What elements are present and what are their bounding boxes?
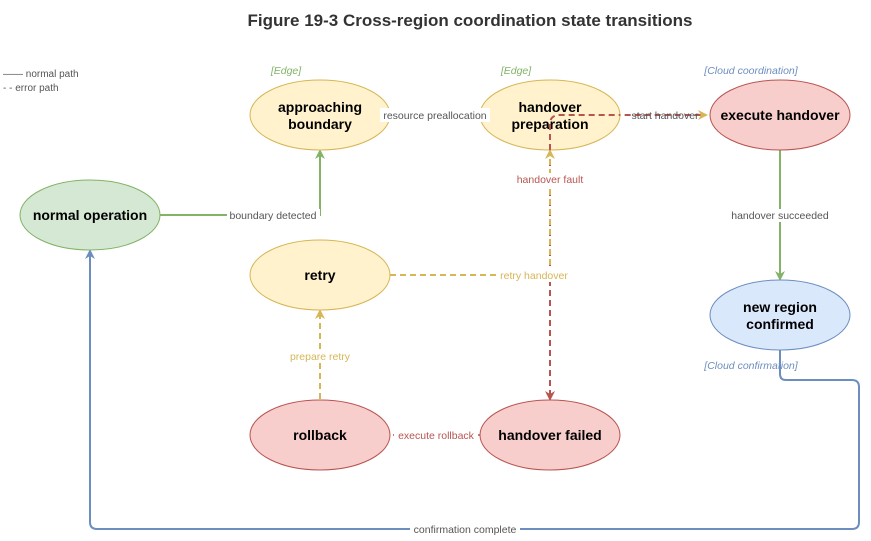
state-normal-operation[interactable]: normal operation: [19, 179, 161, 251]
zone-label-cloud-coordination: [Cloud coordination]: [703, 65, 798, 77]
legend-error-path: - - error path: [3, 83, 59, 94]
label-retry-handover: retry handover: [500, 270, 568, 282]
zone-label-edge-2: [Edge]: [500, 65, 532, 77]
edge-start-handover-overlay: [549, 114, 620, 150]
edge-retry-handover[interactable]: [390, 149, 555, 276]
state-label: retry: [304, 267, 335, 283]
legend-normal-path: —— normal path: [3, 69, 79, 80]
label-boundary-detected: boundary detected: [230, 210, 317, 222]
figure-title: Figure 19-3 Cross-region coordination st…: [248, 11, 693, 30]
state-label: handover: [518, 99, 582, 115]
state-retry[interactable]: retry: [249, 239, 391, 311]
state-label: approaching: [278, 99, 362, 115]
state-rollback[interactable]: rollback: [249, 399, 391, 471]
edge-boundary-detected[interactable]: [160, 149, 325, 216]
label-handover-succeeded: handover succeeded: [731, 210, 829, 222]
edge-confirmation-complete[interactable]: [85, 249, 860, 530]
state-label: confirmed: [746, 316, 814, 332]
label-execute-rollback: execute rollback: [398, 430, 475, 442]
edge-labels: boundary detected resource preallocation…: [227, 108, 832, 536]
label-start-handover: start handover: [631, 110, 699, 122]
zone-label-cloud-confirmation: [Cloud confirmation]: [703, 360, 798, 372]
state-label: new region: [743, 299, 817, 315]
state-execute-handover[interactable]: execute handover: [709, 79, 851, 151]
state-label: boundary: [288, 116, 352, 132]
state-approaching-boundary[interactable]: approaching boundary: [249, 79, 391, 151]
state-handover-failed[interactable]: handover failed: [479, 399, 621, 471]
label-handover-fault: handover fault: [517, 174, 584, 186]
state-label: rollback: [293, 427, 347, 443]
state-label: normal operation: [33, 207, 147, 223]
state-new-region-confirmed[interactable]: new region confirmed: [709, 279, 851, 351]
label-resource-preallocation: resource preallocation: [383, 110, 486, 122]
state-label: execute handover: [720, 107, 840, 123]
zone-label-edge-1: [Edge]: [270, 65, 302, 77]
state-label: handover failed: [498, 427, 601, 443]
label-confirmation-complete: confirmation complete: [414, 524, 517, 536]
label-prepare-retry: prepare retry: [290, 351, 351, 363]
